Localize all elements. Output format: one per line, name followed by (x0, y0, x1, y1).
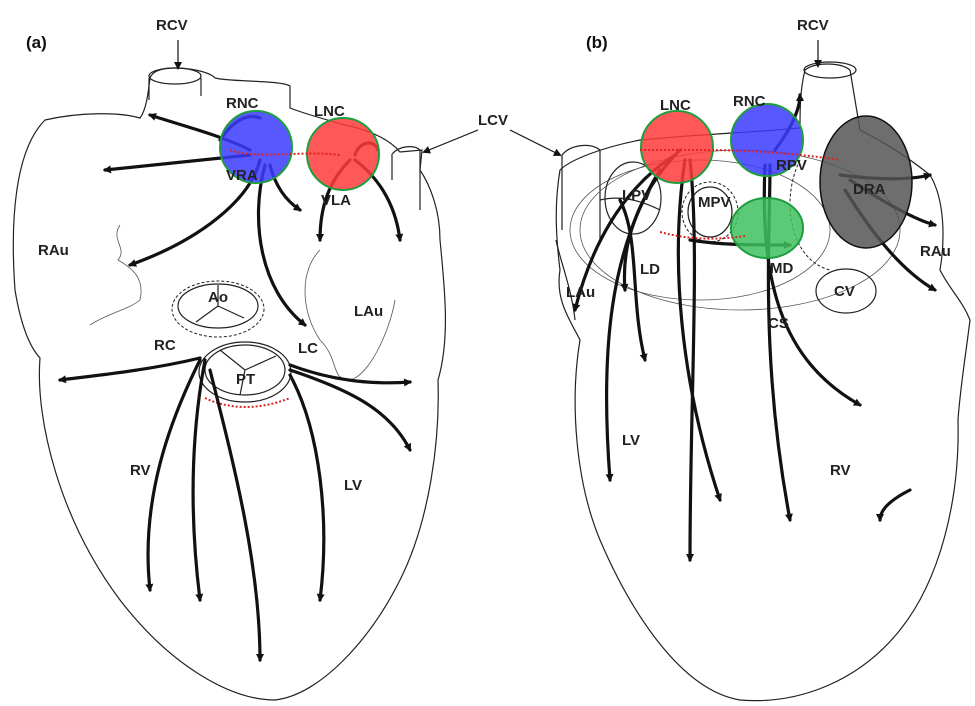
label-lnc-b: LNC (660, 97, 691, 114)
label-lau-b: LAu (566, 284, 595, 301)
label-lau-a: LAu (354, 303, 383, 320)
label-cv: CV (834, 283, 855, 300)
panel-tag-a: (a) (26, 33, 47, 52)
label-lv-a: LV (344, 477, 362, 494)
label-md: MD (770, 260, 793, 277)
lcv-callout: LCV (424, 112, 560, 155)
label-dra: DRA (853, 181, 886, 198)
label-lc: LC (298, 340, 318, 357)
label-lcv: LCV (478, 112, 508, 129)
label-rc: RC (154, 337, 176, 354)
label-rpv: RPV (776, 157, 807, 174)
label-rv-b: RV (830, 462, 851, 479)
lcv-arrow-left (424, 130, 478, 152)
lnc-highlight-b (641, 111, 713, 183)
label-ld: LD (640, 261, 660, 278)
label-rnc-b: RNC (733, 93, 766, 110)
panel-b: (b) RCV LNC RNC RPV DRA LPV MPV MD LD LA… (556, 17, 970, 701)
md-highlight (731, 198, 803, 258)
label-pt: PT (236, 371, 255, 388)
label-lpv: LPV (622, 187, 651, 204)
lcv-stub-a (392, 147, 420, 210)
panel-tag-b: (b) (586, 33, 608, 52)
lcv-arrow-right (510, 130, 560, 155)
label-vla: VLA (321, 192, 351, 209)
label-mpv: MPV (698, 194, 731, 211)
rau-contour-a (90, 225, 141, 325)
label-ao: Ao (208, 289, 228, 306)
label-rv-a: RV (130, 462, 151, 479)
nerve-paths-a (60, 115, 410, 660)
lcv-tube-b (562, 145, 600, 240)
label-rau-b: RAu (920, 243, 951, 260)
label-lv-b: LV (622, 432, 640, 449)
label-vra: VRA (226, 167, 258, 184)
mpv-ring (682, 182, 738, 242)
lau-contour-b (556, 198, 660, 320)
label-rnc-a: RNC (226, 95, 259, 112)
panel-a: (a) RCV RNC LNC VRA VLA RAu LAu Ao PT RC… (13, 17, 445, 700)
svc-opening-a (149, 68, 201, 84)
label-rau-a: RAu (38, 242, 69, 259)
label-rcv-b: RCV (797, 17, 829, 34)
label-rcv-a: RCV (156, 17, 188, 34)
label-lnc-a: LNC (314, 103, 345, 120)
label-cs: CS (768, 315, 789, 332)
